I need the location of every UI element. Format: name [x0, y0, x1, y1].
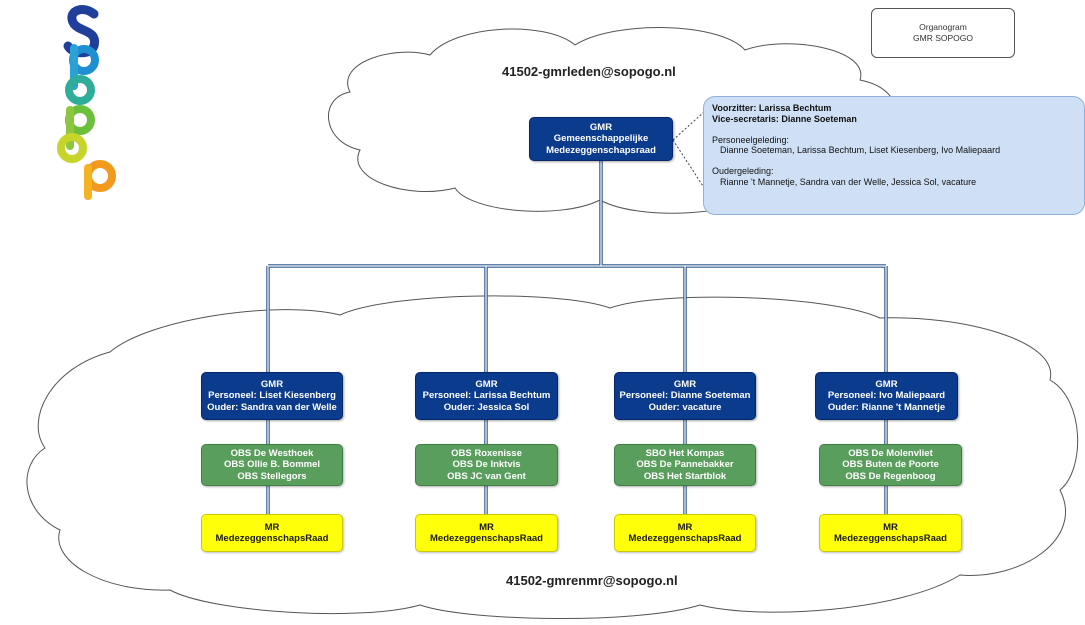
gmr-column-2-title: GMR [475, 378, 498, 390]
school-item: OBS Roxenisse [451, 447, 522, 459]
gmr-column-1-node: GMR Personeel: Liset Kiesenberg Ouder: S… [201, 372, 343, 420]
gmr-central-node: GMR Gemeenschappelijke Medezeggenschapsr… [529, 117, 673, 161]
info-voorzitter: Voorzitter: Larissa Bechtum [712, 103, 832, 113]
email-bottom: 41502-gmrenmr@sopogo.nl [506, 573, 678, 588]
callout-lines [672, 111, 713, 201]
gmr-central-line-2: Gemeenschappelijke [553, 133, 649, 145]
school-item: OBS Stellegors [237, 470, 307, 482]
mr-column-1-title: MR [264, 521, 280, 533]
gmr-central-line-3: Medezeggenschapsraad [546, 144, 656, 156]
gmr-column-4-ouder: Ouder: Rianne 't Mannetje [827, 401, 946, 413]
mr-column-4-subtitle: MedezeggenschapsRaad [834, 533, 947, 544]
schools-column-3-node: SBO Het Kompas OBS De Pannebakker OBS He… [614, 444, 756, 486]
gmr-column-3-node: GMR Personeel: Dianne Soeteman Ouder: va… [614, 372, 756, 420]
gmr-column-4-node: GMR Personeel: Ivo Maliepaard Ouder: Ria… [815, 372, 958, 420]
mr-column-2-title: MR [479, 521, 494, 533]
gmr-column-2-personeel: Personeel: Larissa Bechtum [422, 390, 551, 402]
title-line-1: Organogram [919, 22, 967, 32]
mr-column-1-subtitle: MedezeggenschapsRaad [215, 533, 329, 544]
mr-column-3-node: MR MedezeggenschapsRaad [614, 514, 756, 552]
info-ouder-members: Rianne 't Mannetje, Sandra van der Welle… [720, 176, 977, 187]
gmr-column-3-title: GMR [673, 378, 697, 390]
school-item: OBS De Regenboog [845, 470, 936, 482]
schools-column-2-node: OBS Roxenisse OBS De Inktvis OBS JC van … [415, 444, 558, 486]
school-item: OBS De Westhoek [230, 447, 314, 459]
gmr-members-callout: Voorzitter: Larissa Bechtum Vice-secreta… [703, 96, 1085, 215]
mr-column-1-node: MR MedezeggenschapsRaad [201, 514, 343, 552]
schools-column-4-node: OBS De Molenvliet OBS Buten de Poorte OB… [819, 444, 962, 486]
schools-column-1-node: OBS De Westhoek OBS Ollie B. Bommel OBS … [201, 444, 343, 486]
school-item: OBS De Pannebakker [636, 459, 734, 471]
info-vice-secretaris: Vice-secretaris: Dianne Soeteman [712, 113, 857, 124]
school-item: OBS Buten de Poorte [842, 459, 939, 471]
school-item: OBS JC van Gent [447, 470, 526, 482]
gmr-column-1-title: GMR [260, 378, 284, 390]
gmr-column-3-ouder: Ouder: vacature [648, 401, 722, 413]
gmr-central-line-1: GMR [589, 121, 613, 133]
school-item: OBS De Inktvis [452, 459, 521, 471]
gmr-column-1-ouder: Ouder: Sandra van der Welle [207, 401, 337, 413]
mr-column-3-title: MR [677, 521, 693, 533]
info-personeel-members: Dianne Soeteman, Larissa Bechtum, Liset … [720, 145, 1001, 155]
gmr-column-4-personeel: Personeel: Ivo Maliepaard [827, 390, 946, 402]
gmr-column-1-personeel: Personeel: Liset Kiesenberg [208, 390, 336, 402]
mr-column-2-node: MR MedezeggenschapsRaad [415, 514, 558, 552]
title-line-2: GMR SOPOGO [913, 33, 973, 43]
organogram-title-box: Organogram GMR SOPOGO [871, 8, 1015, 58]
gmr-column-4-title: GMR [875, 378, 898, 390]
mr-column-4-title: MR [883, 521, 898, 533]
connector-lines [266, 161, 888, 514]
mr-column-4-node: MR MedezeggenschapsRaad [819, 514, 962, 552]
school-item: OBS De Molenvliet [848, 447, 933, 459]
info-personeel-heading: Personeelgeleding: [712, 134, 790, 145]
email-top: 41502-gmrleden@sopogo.nl [502, 64, 676, 79]
school-item: OBS Het Startblok [643, 470, 727, 482]
mr-column-2-subtitle: MedezeggenschapsRaad [430, 533, 543, 544]
gmr-column-2-ouder: Ouder: Jessica Sol [443, 401, 530, 413]
gmr-column-2-node: GMR Personeel: Larissa Bechtum Ouder: Je… [415, 372, 558, 420]
sopogo-logo [57, 5, 116, 200]
info-ouder-heading: Oudergeleding: [712, 166, 774, 176]
school-item: SBO Het Kompas [645, 447, 725, 459]
school-item: OBS Ollie B. Bommel [223, 459, 321, 471]
gmr-column-3-personeel: Personeel: Dianne Soeteman [619, 390, 751, 402]
mr-column-3-subtitle: MedezeggenschapsRaad [628, 533, 742, 544]
